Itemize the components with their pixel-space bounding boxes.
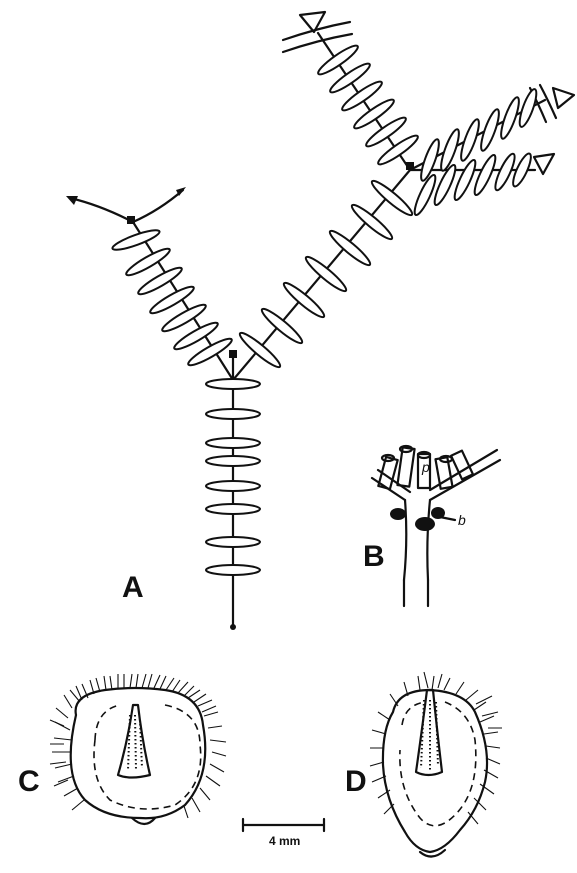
label-p: p <box>421 459 430 475</box>
scale-bar-label: 4 mm <box>269 834 300 848</box>
hairs-dense <box>50 674 216 786</box>
leaflet <box>458 118 482 163</box>
right-branch-leaflets <box>237 177 415 370</box>
bract-left <box>390 508 406 520</box>
leaflet <box>418 138 442 183</box>
panel-d-seed: D <box>345 672 502 857</box>
flower-tube-2 <box>397 447 414 486</box>
panel-label-d: D <box>345 765 367 798</box>
seed-ridge <box>118 705 150 778</box>
inner-dashed-outline <box>94 705 201 809</box>
bract-center <box>415 517 435 531</box>
left-branch-arrow-right <box>133 190 183 222</box>
leaflet <box>206 537 260 547</box>
leaflet <box>438 128 462 173</box>
left-branch-arrow-left <box>70 198 133 222</box>
leaflet <box>206 379 260 389</box>
leaflet <box>349 201 395 242</box>
panel-a-branching-diagram: A <box>66 12 574 630</box>
leaflet <box>206 565 260 575</box>
leaflet <box>206 504 260 514</box>
leaflet <box>498 96 522 141</box>
leaflet <box>206 456 260 466</box>
panel-label-a: A <box>122 571 144 604</box>
panel-label-b: B <box>363 540 385 573</box>
pointer-b <box>440 517 455 520</box>
leaflet <box>206 438 260 448</box>
label-b: b <box>458 512 466 528</box>
hairs <box>52 674 226 818</box>
lateral-triangle-upper <box>553 88 574 108</box>
flower-stalk <box>404 500 430 580</box>
panel-c-seed: C <box>18 674 226 824</box>
axis-base-node <box>230 624 236 630</box>
scale-bar: 4 mm <box>243 819 324 848</box>
left-branch <box>133 222 233 380</box>
leaflet <box>327 227 373 268</box>
hair-fringe <box>50 674 226 818</box>
left-branch-leaflets <box>111 227 234 369</box>
leaflet <box>516 87 539 128</box>
leaflet <box>451 158 479 202</box>
panel-label-c: C <box>18 765 40 798</box>
leaflet <box>237 329 283 370</box>
panel-b-flower-detail: p b B <box>363 446 500 606</box>
leaflet <box>471 153 499 197</box>
leaflet <box>206 409 260 419</box>
flower-base <box>404 580 428 606</box>
inner-dashed-outline <box>400 702 476 826</box>
leaflet <box>206 481 260 491</box>
leaflet <box>111 227 161 253</box>
leaflet <box>369 177 415 218</box>
lateral-branch-leaflets <box>411 87 539 217</box>
fork-node-main <box>229 350 237 358</box>
lateral-triangle-lower <box>534 154 554 174</box>
leaflet <box>478 108 502 153</box>
upper-branch-leaflets <box>315 42 420 168</box>
